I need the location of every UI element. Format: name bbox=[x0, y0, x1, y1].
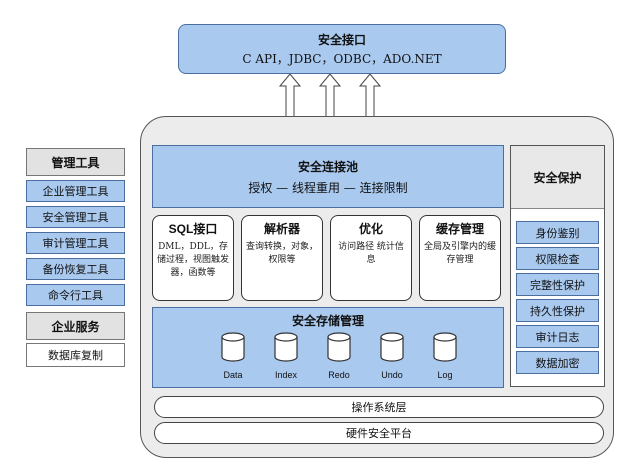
database-cylinder-icon bbox=[274, 332, 298, 362]
double-arrow-1 bbox=[278, 74, 302, 146]
storage-label: Undo bbox=[381, 370, 403, 380]
module-cache-management: 缓存管理 全局及引擎内的缓存管理 bbox=[419, 215, 501, 301]
storage-label: Redo bbox=[328, 370, 350, 380]
storage-item-log: Log bbox=[425, 332, 465, 380]
connection-pool-subtitle: 授权 — 线程重用 — 连接限制 bbox=[248, 180, 408, 195]
module-title: SQL接口 bbox=[168, 222, 218, 236]
module-desc: 查询转换，对象，权限等 bbox=[246, 242, 319, 265]
storage-label: Log bbox=[437, 370, 453, 380]
protection-item: 身份鉴别 bbox=[516, 221, 599, 244]
os-layer: 操作系统层 bbox=[154, 396, 604, 418]
interface-connection-arrows bbox=[278, 74, 382, 146]
storage-label: Index bbox=[274, 370, 298, 380]
module-optimizer: 优化 访问路径 统计信息 bbox=[330, 215, 412, 301]
double-arrow-3 bbox=[358, 74, 382, 146]
management-tool-item: 备份恢复工具 bbox=[26, 258, 125, 280]
database-cylinder-icon bbox=[221, 332, 245, 362]
module-title: 优化 bbox=[358, 222, 383, 236]
connection-pool-title: 安全连接池 bbox=[297, 159, 358, 174]
module-sql-interface: SQL接口 DML，DDL，存储过程，视图触发器，函数等 bbox=[152, 215, 234, 301]
storage-item-redo: Redo bbox=[319, 332, 359, 380]
protection-item: 持久性保护 bbox=[516, 299, 599, 322]
management-tool-item: 安全管理工具 bbox=[26, 206, 125, 228]
module-desc: DML，DDL，存储过程，视图触发器，函数等 bbox=[157, 242, 230, 278]
security-interface-apis: C API，JDBC，ODBC，ADO.NET bbox=[242, 52, 442, 66]
module-desc: 访问路径 统计信息 bbox=[338, 242, 404, 265]
module-title: 缓存管理 bbox=[435, 222, 484, 236]
security-connection-pool: 安全连接池 授权 — 线程重用 — 连接限制 bbox=[152, 145, 504, 208]
protection-item: 数据加密 bbox=[516, 351, 599, 374]
storage-item-data: Data bbox=[213, 332, 253, 380]
management-tool-item: 命令行工具 bbox=[26, 284, 125, 306]
security-protection-panel: 安全保护 身份鉴别 权限检查 完整性保护 持久性保护 审计日志 数据加密 bbox=[510, 145, 605, 387]
management-tool-item: 企业管理工具 bbox=[26, 180, 125, 202]
database-cylinder-icon bbox=[433, 332, 457, 362]
database-cylinder-icon bbox=[380, 332, 404, 362]
module-parser: 解析器 查询转换，对象，权限等 bbox=[241, 215, 323, 301]
module-title: 解析器 bbox=[263, 222, 300, 236]
hardware-security-platform: 硬件安全平台 bbox=[154, 422, 604, 444]
management-tools-panel: 管理工具 企业管理工具 安全管理工具 审计管理工具 备份恢复工具 命令行工具 企… bbox=[26, 148, 125, 368]
management-tool-item: 审计管理工具 bbox=[26, 232, 125, 254]
protection-item: 权限检查 bbox=[516, 247, 599, 270]
storage-label: Data bbox=[223, 370, 243, 380]
protection-item: 完整性保护 bbox=[516, 273, 599, 296]
security-protection-title: 安全保护 bbox=[511, 146, 604, 209]
security-interface-box: 安全接口 C API，JDBC，ODBC，ADO.NET bbox=[178, 24, 506, 74]
module-desc: 全局及引擎内的缓存管理 bbox=[424, 242, 497, 265]
security-interface-title: 安全接口 bbox=[317, 33, 366, 47]
enterprise-service-item: 数据库复制 bbox=[26, 343, 125, 367]
storage-item-undo: Undo bbox=[372, 332, 412, 380]
management-tools-title: 管理工具 bbox=[26, 148, 125, 176]
enterprise-services-title: 企业服务 bbox=[26, 312, 125, 340]
double-arrow-2 bbox=[318, 74, 342, 146]
storage-item-index: Index bbox=[266, 332, 306, 380]
security-storage-management: 安全存储管理 Data Index Redo Undo Log bbox=[152, 307, 504, 388]
protection-item: 审计日志 bbox=[516, 325, 599, 348]
database-cylinder-icon bbox=[327, 332, 351, 362]
storage-title: 安全存储管理 bbox=[291, 314, 364, 328]
